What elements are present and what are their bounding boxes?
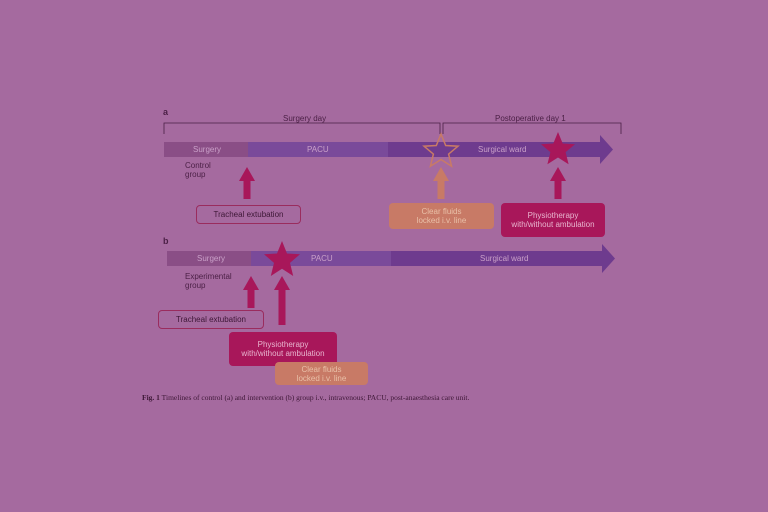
caption-prefix: Fig. 1 [142, 393, 160, 402]
timeline-a-fluids-star-icon [422, 132, 460, 168]
panel-a-letter: a [163, 107, 169, 117]
surgery-day-bracket [163, 122, 441, 134]
control-group-label: Control group [185, 161, 211, 179]
experimental-group-line1: Experimental [185, 272, 232, 281]
timeline-b-surgery-segment [167, 251, 251, 266]
control-group-line1: Control [185, 161, 211, 170]
timeline-b-physio-line1: Physiotherapy [257, 340, 309, 349]
timeline-b-physio-box: Physiotherapy with/without ambulation [229, 332, 337, 366]
timeline-b-pacu-label: PACU [311, 254, 333, 263]
timeline-a-physio-arrow [550, 167, 566, 199]
timeline-a-fluids-line1: Clear fluids [421, 207, 462, 216]
timeline-b-fluids-box: Clear fluids locked i.v. line [275, 362, 368, 385]
timeline-b-physio-arrow [274, 276, 290, 325]
figure-caption: Fig. 1 Timelines of control (a) and inte… [142, 393, 742, 402]
experimental-group-line2: group [185, 281, 206, 290]
timeline-a-surgery-segment [164, 142, 248, 157]
timeline-a-extubation-text: Tracheal extubation [213, 210, 284, 219]
postop-day-label: Postoperative day 1 [495, 114, 566, 123]
timeline-b-physio-line2: with/without ambulation [241, 349, 325, 358]
timeline-a-extubation-box: Tracheal extubation [196, 205, 301, 224]
panel-b-letter: b [163, 236, 169, 246]
experimental-group-label: Experimental group [185, 272, 232, 290]
surgery-day-label: Surgery day [283, 114, 327, 123]
timeline-b-surgery-label: Surgery [197, 254, 226, 263]
timeline-b-ward-label: Surgical ward [480, 254, 529, 263]
timeline-a-physio-star-icon [541, 132, 575, 165]
timeline-b-ward-arrow [391, 244, 615, 273]
timeline-b-fluids-line2: locked i.v. line [296, 373, 347, 383]
timeline-a-extubation-arrow [239, 167, 255, 199]
timeline-b-physio-star-icon [264, 241, 300, 276]
timeline-b-extubation-arrow [243, 276, 259, 308]
timeline-b-extubation-box: Tracheal extubation [158, 310, 264, 329]
timeline-a-fluids-box: Clear fluids locked i.v. line [389, 203, 494, 229]
timeline-a-physio-line1: Physiotherapy [527, 211, 579, 220]
timeline-a-fluids-arrow [433, 167, 449, 199]
timeline-a-physio-box: Physiotherapy with/without ambulation [501, 203, 605, 237]
timeline-a-ward-label: Surgical ward [478, 145, 527, 154]
timeline-a-surgery-label: Surgery [193, 145, 222, 154]
timeline-b-extubation-text: Tracheal extubation [176, 315, 246, 324]
timeline-a-pacu-segment [248, 142, 388, 157]
timeline-a-fluids-line2: locked i.v. line [416, 216, 467, 225]
timeline-b-fluids-line1: Clear fluids [301, 364, 342, 374]
control-group-line2: group [185, 170, 206, 179]
postop-day-bracket [442, 122, 622, 134]
timeline-a-physio-line2: with/without ambulation [511, 220, 595, 229]
caption-text: Timelines of control (a) and interventio… [161, 393, 470, 402]
timeline-a-pacu-label: PACU [307, 145, 329, 154]
